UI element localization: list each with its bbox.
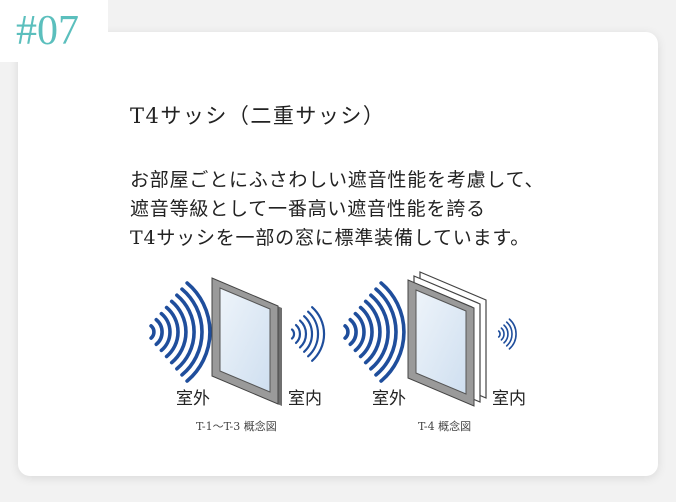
section-title: T4サッシ（二重サッシ）	[130, 104, 386, 128]
sound-wave-arc	[164, 305, 180, 359]
diagram-1-outside-label: 室外	[176, 389, 210, 409]
diagram-1-inside-waves	[290, 306, 326, 362]
diagram-2-outside-waves	[343, 281, 406, 383]
sound-wave-arc	[505, 321, 513, 347]
number-tag: #07	[0, 0, 108, 62]
sound-wave-arc	[503, 324, 509, 344]
sound-wave-arc	[343, 324, 350, 340]
diagram-1-window-icon	[211, 277, 282, 406]
diagram-1-outside-waves	[149, 281, 212, 383]
sound-wave-arc	[307, 310, 320, 358]
sound-wave-arc	[175, 293, 196, 371]
diagram-2-caption: T-4 概念図	[418, 420, 472, 433]
sound-wave-arc	[353, 311, 366, 353]
sound-wave-arc	[303, 315, 314, 353]
sound-wave-arc	[363, 299, 382, 365]
sound-wave-arc	[149, 324, 156, 340]
sound-wave-arc	[154, 317, 164, 347]
sound-wave-arc	[508, 318, 517, 350]
diagram-1-inside-label: 室内	[288, 389, 322, 409]
sound-wave-arc	[379, 281, 406, 383]
diagram-2-window-icon	[407, 271, 487, 407]
sound-wave-arc	[159, 311, 172, 353]
sound-wave-arc	[294, 324, 301, 344]
sound-wave-arc	[348, 317, 358, 347]
sound-wave-arc	[497, 330, 501, 338]
sound-wave-arc	[169, 299, 188, 365]
content-card	[18, 32, 658, 476]
description: お部屋ごとにふさわしい遮音性能を考慮して、 遮音等級として一番高い遮音性能を誇る…	[130, 166, 544, 253]
sound-wave-arc	[374, 287, 398, 377]
diagram-2-outside-label: 室外	[372, 389, 406, 409]
description-line-2: 遮音等級として一番高い遮音性能を誇る	[130, 198, 486, 220]
sound-wave-arc	[298, 319, 308, 349]
sound-wave-arc	[500, 327, 505, 341]
diagram-2-inside-waves	[497, 318, 517, 350]
sound-wave-arc	[358, 305, 374, 359]
sound-wave-arc	[369, 293, 390, 371]
description-line-3: T4サッシを一部の窓に標準装備しています。	[130, 227, 531, 249]
diagram-1-caption: T-1〜T-3 概念図	[196, 420, 277, 433]
sound-wave-arc	[185, 281, 212, 383]
sound-wave-arc	[311, 306, 326, 362]
sound-wave-arc	[180, 287, 204, 377]
diagram-2-inside-label: 室内	[492, 389, 526, 409]
description-line-1: お部屋ごとにふさわしい遮音性能を考慮して、	[130, 169, 545, 191]
sound-wave-arc	[290, 328, 296, 340]
number-tag-label: #07	[16, 8, 79, 54]
